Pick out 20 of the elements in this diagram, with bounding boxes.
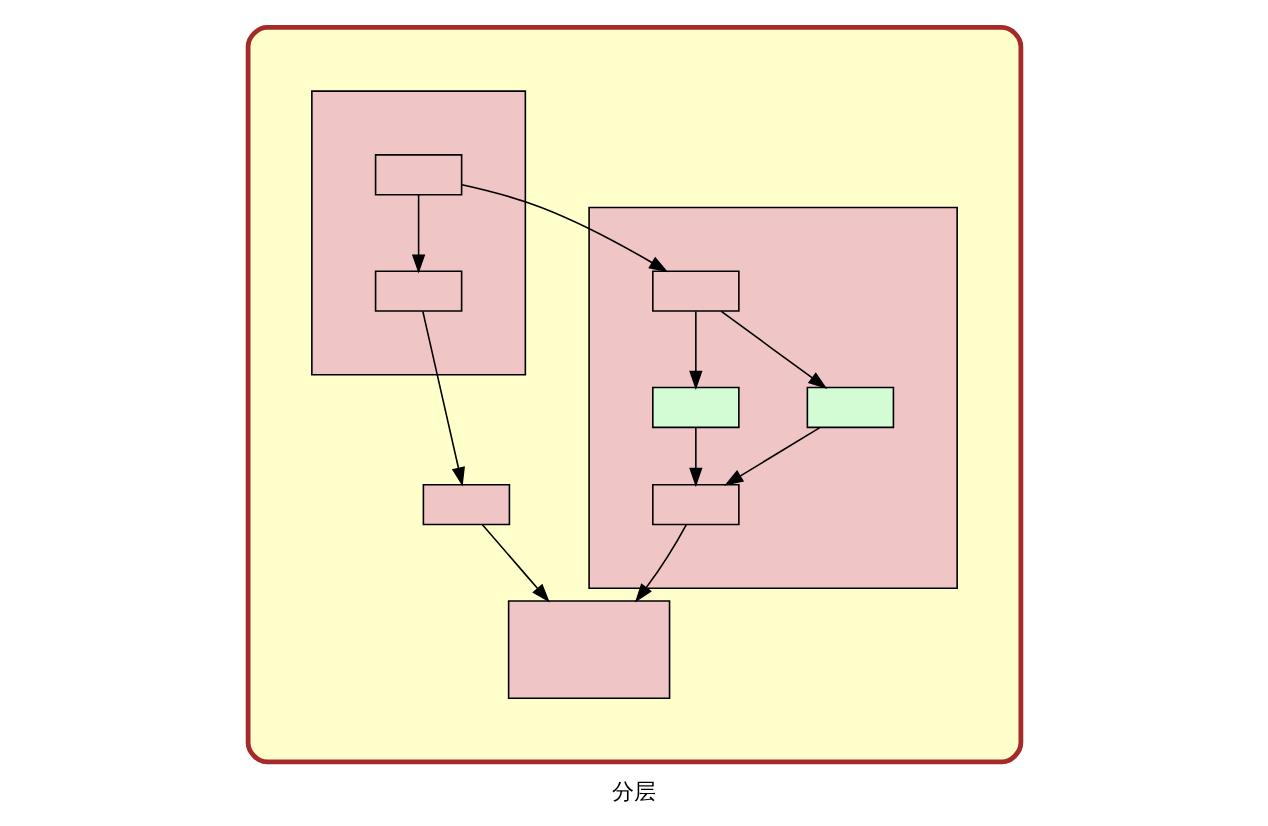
node-box (651, 270, 740, 312)
node-box (651, 483, 740, 526)
caption: 分层 (612, 777, 656, 804)
arrow (481, 523, 550, 603)
node-box (806, 386, 894, 429)
node-box (374, 270, 462, 312)
arrow (421, 310, 465, 487)
arrow (688, 426, 703, 487)
node-box (374, 154, 462, 196)
cluster (310, 90, 526, 376)
cluster (245, 25, 1023, 765)
node-box (507, 600, 670, 699)
arrow (634, 523, 687, 603)
arrow (411, 194, 425, 274)
node-box (651, 386, 740, 429)
arrow (460, 183, 668, 273)
arrow (688, 310, 703, 390)
arrow (720, 310, 827, 389)
node-box (422, 483, 510, 526)
arrow (723, 426, 821, 486)
